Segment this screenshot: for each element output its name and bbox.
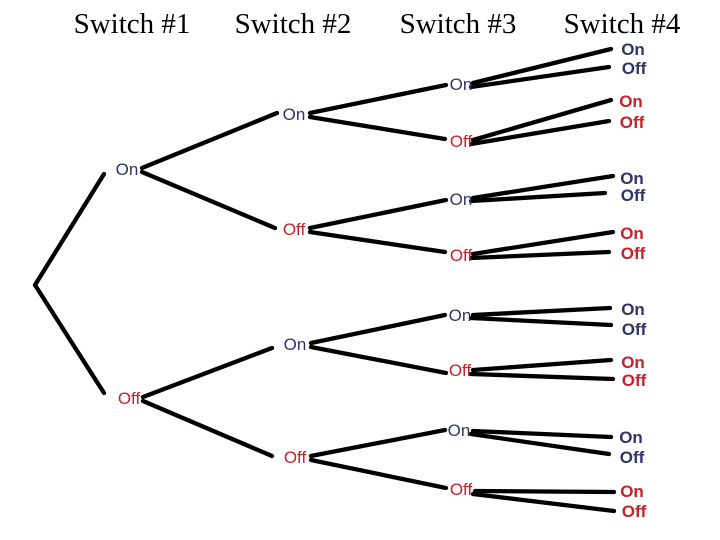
- switch3-on-4-label: On: [447, 420, 471, 440]
- switch4-on-8-label: On: [620, 481, 644, 501]
- switch4-off-5-label: Off: [621, 319, 647, 339]
- branch-line: [468, 371, 616, 382]
- branch-line: [468, 431, 612, 457]
- branch-line: [140, 345, 275, 400]
- branch-line: [470, 428, 614, 440]
- switch3-on-2-label: On: [449, 189, 473, 209]
- branch-line: [468, 64, 612, 90]
- switch3-off-3-label: Off: [448, 360, 472, 380]
- branch-line: [468, 249, 612, 261]
- branch-line: [470, 305, 613, 318]
- branch-line: [307, 197, 449, 231]
- column-header-switch-3: Switch #3: [399, 8, 517, 40]
- branch-line: [470, 357, 614, 373]
- switch4-on-6-label: On: [621, 352, 645, 372]
- branch-line: [308, 457, 449, 491]
- switch3-off-1-label: Off: [449, 131, 473, 151]
- branch-line: [470, 491, 617, 514]
- switch2-off-1-label: Off: [282, 219, 306, 239]
- branch-line: [308, 312, 448, 346]
- switch2-off-2-label: Off: [283, 447, 307, 467]
- column-header-switch-4: Switch #4: [563, 8, 681, 40]
- switch4-off-4-label: Off: [620, 243, 646, 263]
- switch1-on-label: On: [115, 159, 139, 179]
- switch4-off-3-label: Off: [620, 185, 646, 205]
- branch-line: [470, 97, 614, 143]
- switch4-on-1-label: On: [621, 39, 645, 59]
- branch-line: [470, 46, 614, 86]
- branch-line: [468, 118, 612, 147]
- switch3-on-3-label: On: [448, 305, 472, 325]
- branch-line: [307, 229, 448, 255]
- switch1-off-label: Off: [117, 388, 141, 408]
- switch4-on-4-label: On: [620, 223, 644, 243]
- switch4-off-6-label: Off: [621, 370, 647, 390]
- switch4-off-2-label: Off: [619, 112, 645, 132]
- branch-line: [139, 110, 280, 171]
- switch4-on-5-label: On: [621, 299, 645, 319]
- switch4-off-8-label: Off: [621, 501, 647, 521]
- switch4-off-1-label: Off: [621, 58, 647, 78]
- switch3-off-2-label: Off: [449, 245, 473, 265]
- branch-line: [470, 229, 616, 257]
- branch-line: [32, 171, 107, 288]
- branch-line: [139, 169, 278, 231]
- branch-line: [307, 114, 448, 142]
- branch-line: [307, 82, 449, 116]
- branch-line: [140, 398, 275, 459]
- branch-line: [308, 344, 449, 376]
- column-header-switch-1: Switch #1: [73, 8, 191, 40]
- switch2-on-1-label: On: [282, 104, 306, 124]
- column-header-switch-2: Switch #2: [234, 8, 352, 40]
- switch3-off-4-label: Off: [449, 479, 473, 499]
- branch-line: [308, 427, 448, 459]
- switch4-on-7-label: On: [619, 427, 643, 447]
- branch-line: [468, 315, 614, 328]
- switch4-off-7-label: Off: [619, 447, 645, 467]
- switch4-on-3-label: On: [620, 168, 644, 188]
- branch-line: [468, 190, 608, 204]
- switch2-on-2-label: On: [283, 334, 307, 354]
- branch-line: [470, 173, 616, 201]
- switch4-on-2-label: On: [619, 91, 643, 111]
- branch-line: [32, 282, 107, 396]
- switch3-on-1-label: On: [449, 74, 473, 94]
- branch-line: [472, 488, 617, 495]
